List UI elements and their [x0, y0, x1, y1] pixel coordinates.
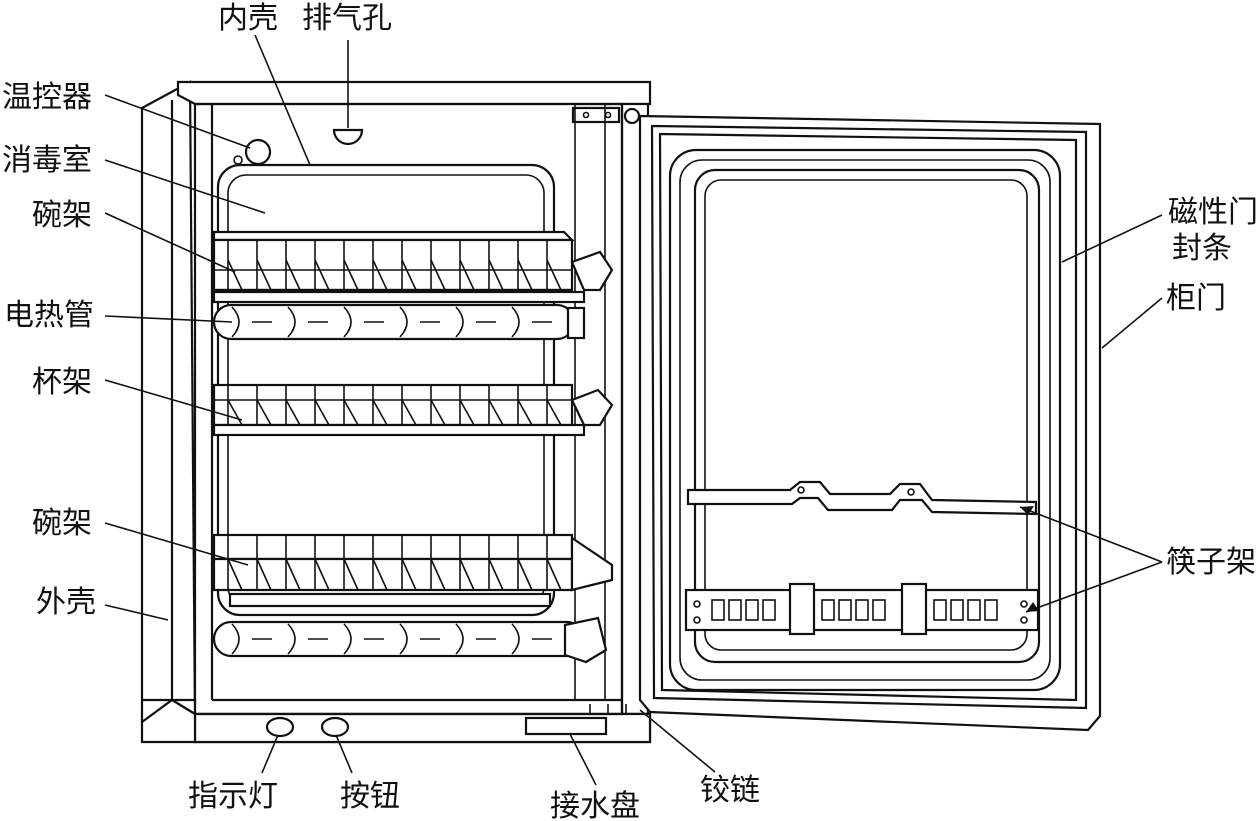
rack-slat-diagonal — [256, 558, 272, 591]
rack-slat-diagonal — [401, 259, 417, 291]
tube-segment — [343, 623, 352, 655]
cup-rack — [212, 383, 614, 437]
label-outer-shell: 外壳 — [36, 585, 96, 620]
rack-slat-diagonal — [285, 259, 301, 291]
rack-slat-diagonal — [401, 558, 417, 591]
rack-slat-diagonal — [401, 399, 417, 426]
label-magnetic-seal-1: 磁性门 — [1168, 195, 1258, 230]
rack-slat-diagonal — [314, 558, 330, 591]
rack-slat-diagonal — [459, 259, 475, 291]
rack-slat-diagonal — [459, 399, 475, 426]
rack-slat-diagonal — [343, 259, 359, 291]
rack-slat-diagonal — [517, 558, 533, 591]
rack-slat-diagonal — [430, 259, 446, 291]
bowl-rack-top — [212, 230, 614, 304]
rack-slat-diagonal — [343, 558, 359, 591]
rack-slat-diagonal — [314, 259, 330, 291]
rack-slat-diagonal — [459, 558, 475, 591]
chopstick-slot — [745, 599, 759, 621]
leader-lines — [104, 34, 1163, 786]
bowl-rack-bottom — [212, 533, 614, 608]
label-thermostat: 温控器 — [2, 80, 92, 115]
label-inner-shell: 内壳 — [218, 1, 278, 36]
chopstick-slot — [711, 599, 725, 621]
tube-segment — [455, 623, 464, 655]
label-indicator-light: 指示灯 — [188, 779, 278, 814]
chopstick-slot — [872, 599, 886, 621]
rack-slat-diagonal — [372, 558, 388, 591]
tube-segment — [511, 306, 520, 338]
rack-slat-diagonal — [488, 399, 504, 426]
vent-hole — [332, 128, 364, 146]
tube-segment — [399, 623, 408, 655]
tube-segment — [511, 623, 520, 655]
chopstick-slot — [838, 599, 852, 621]
magnetic-seal — [668, 148, 1062, 692]
label-chopstick-rack: 筷子架 — [1166, 545, 1256, 580]
tube-segment — [455, 306, 464, 338]
label-hinge: 铰链 — [700, 773, 760, 808]
cabinet-door — [638, 114, 1102, 732]
tube-segment — [343, 306, 352, 338]
rack-slat-diagonal — [227, 558, 243, 591]
rack-slat-diagonal — [285, 558, 301, 591]
rack-slat-diagonal — [546, 558, 562, 591]
rack-slat-diagonal — [285, 399, 301, 426]
rack-slat-diagonal — [372, 259, 388, 291]
chopstick-rack-lower — [684, 582, 1040, 636]
rack-slat-diagonal — [488, 558, 504, 591]
interior-back — [193, 102, 624, 716]
outer-shell — [140, 80, 197, 724]
chopstick-slot — [855, 599, 869, 621]
rack-slat-diagonal — [256, 259, 272, 291]
power-button[interactable] — [320, 716, 350, 738]
label-magnetic-seal-2: 封条 — [1172, 231, 1232, 266]
indicator-light — [265, 716, 295, 738]
rack-slat-diagonal — [430, 399, 446, 426]
label-cabinet-door: 柜门 — [1166, 281, 1226, 316]
thermostat-knob — [233, 138, 272, 166]
label-bowl-rack-bottom: 碗架 — [32, 506, 92, 541]
label-heating-tube: 电热管 — [4, 298, 94, 333]
label-chamber: 消毒室 — [2, 143, 92, 178]
rack-slat-diagonal — [517, 399, 533, 426]
chopstick-slot — [762, 599, 776, 621]
chopstick-slot — [984, 599, 998, 621]
rack-slat-diagonal — [517, 259, 533, 291]
chopstick-slot — [728, 599, 742, 621]
tube-segment — [231, 623, 240, 655]
chopstick-slot — [950, 599, 964, 621]
label-cup-rack: 杯架 — [32, 365, 92, 400]
chopstick-slot — [933, 599, 947, 621]
rack-slat-diagonal — [546, 399, 562, 426]
label-button: 按钮 — [340, 779, 400, 814]
rack-slat-diagonal — [256, 399, 272, 426]
heating-tube-upper — [212, 303, 586, 341]
tube-segment — [231, 306, 240, 338]
rack-slat-diagonal — [227, 259, 243, 291]
label-bowl-rack-top: 碗架 — [32, 198, 92, 233]
rack-slat-diagonal — [488, 259, 504, 291]
tube-segment — [287, 306, 296, 338]
heating-tube-lower — [212, 616, 608, 664]
tube-segment — [287, 623, 296, 655]
label-vent-hole: 排气孔 — [302, 1, 392, 36]
top-panel — [176, 80, 652, 106]
tube-segment — [399, 306, 408, 338]
rack-slat-diagonal — [372, 399, 388, 426]
rack-slat-diagonal — [430, 558, 446, 591]
rack-slat-diagonal — [227, 399, 243, 426]
control-strip — [265, 704, 627, 738]
rack-slat-diagonal — [314, 399, 330, 426]
drip-tray — [524, 716, 608, 736]
label-drip-tray: 接水盘 — [550, 789, 640, 821]
chopstick-slot — [967, 599, 981, 621]
rack-slat-diagonal — [546, 259, 562, 291]
chopstick-slot — [821, 599, 835, 621]
rack-slat-diagonal — [343, 399, 359, 426]
